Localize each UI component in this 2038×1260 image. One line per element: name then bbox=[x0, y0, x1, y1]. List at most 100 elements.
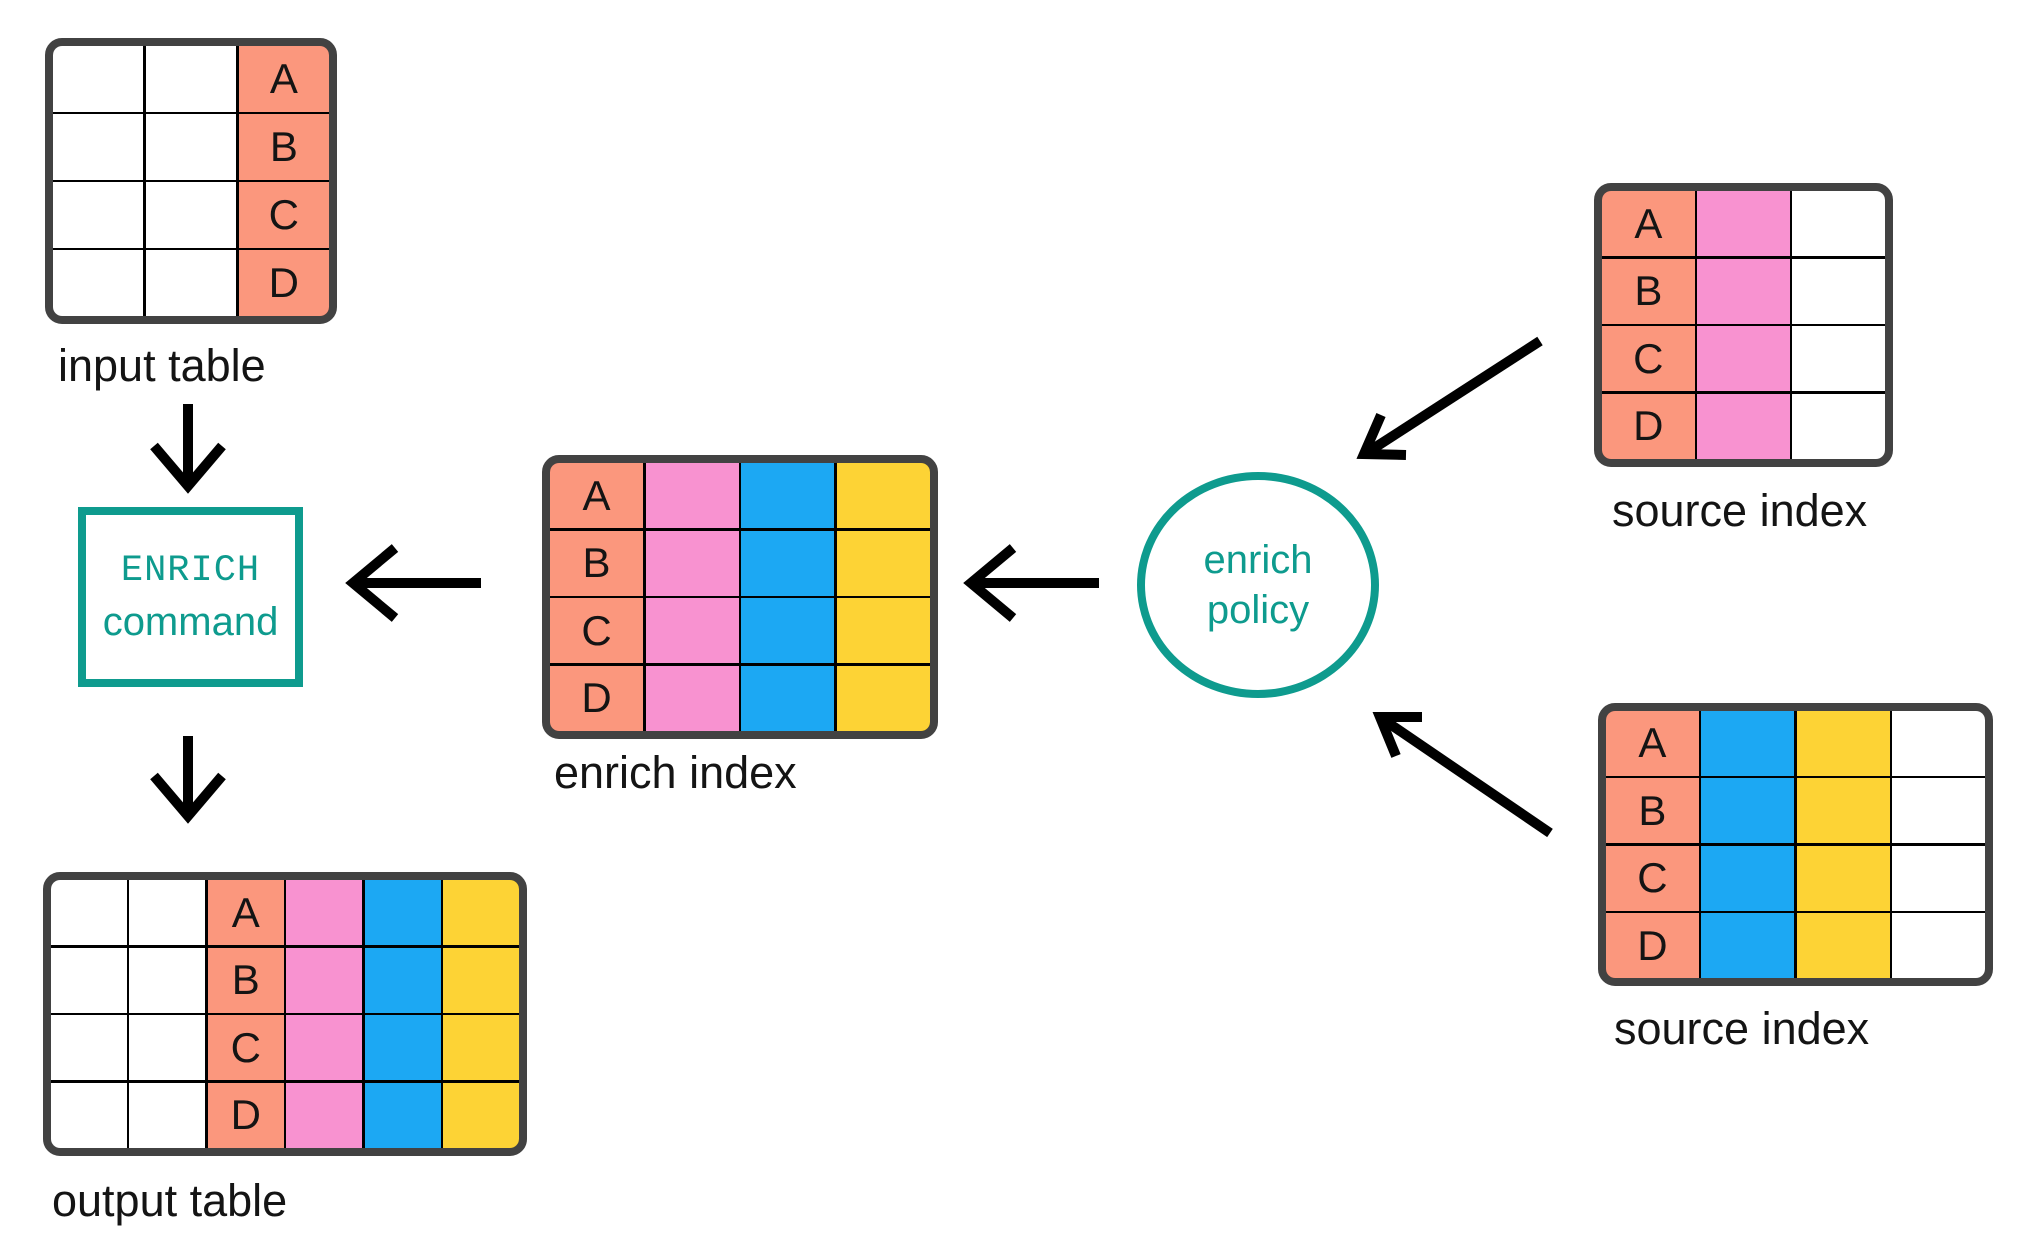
table-cell bbox=[1796, 913, 1890, 978]
table-cell bbox=[1697, 326, 1790, 392]
table-cell bbox=[129, 947, 206, 1013]
row-key-cell: C bbox=[1602, 326, 1695, 392]
table-cell bbox=[53, 114, 144, 180]
table-cell bbox=[836, 463, 930, 529]
table-cell bbox=[51, 880, 127, 946]
table-cell bbox=[51, 1015, 127, 1081]
table-cell bbox=[364, 880, 441, 946]
table-cell bbox=[1796, 845, 1890, 911]
table-cell bbox=[1796, 711, 1890, 776]
table-cell bbox=[286, 947, 363, 1013]
row-key-cell: B bbox=[1606, 778, 1699, 844]
table-cell bbox=[645, 665, 739, 731]
row-key-cell: C bbox=[238, 182, 329, 248]
table-cell bbox=[1792, 393, 1885, 459]
table-cell bbox=[286, 1082, 363, 1148]
table-cell bbox=[129, 1015, 206, 1081]
table-cell bbox=[286, 880, 363, 946]
row-key-cell: B bbox=[550, 530, 644, 596]
table-cell bbox=[443, 880, 519, 946]
row-key-cell: B bbox=[207, 947, 284, 1013]
table-cell bbox=[1792, 258, 1885, 324]
table-cell bbox=[53, 250, 144, 316]
row-key-cell: D bbox=[238, 250, 329, 316]
table-cell bbox=[645, 598, 739, 664]
arrow-input-to-command bbox=[150, 404, 226, 494]
table-cell bbox=[836, 598, 930, 664]
table-cell bbox=[1701, 711, 1795, 776]
table-cell bbox=[645, 463, 739, 529]
table-cell bbox=[364, 1082, 441, 1148]
row-key-cell: A bbox=[238, 46, 329, 112]
table-cell bbox=[1796, 778, 1890, 844]
table-cell bbox=[286, 1015, 363, 1081]
row-key-cell: C bbox=[550, 598, 644, 664]
table-cell bbox=[1792, 326, 1885, 392]
table-cell bbox=[51, 1082, 127, 1148]
table-cell bbox=[51, 947, 127, 1013]
row-key-cell: D bbox=[207, 1082, 284, 1148]
table-cell bbox=[129, 880, 206, 946]
row-key-cell: C bbox=[207, 1015, 284, 1081]
table-cell bbox=[364, 947, 441, 1013]
source-index-top-label: source index bbox=[1612, 485, 1868, 536]
table-cell bbox=[741, 598, 835, 664]
input-table-label: input table bbox=[58, 340, 266, 391]
table-cell bbox=[645, 530, 739, 596]
table-cell bbox=[1892, 845, 1985, 911]
enrich-command-word: command bbox=[102, 599, 279, 644]
row-key-cell: A bbox=[550, 463, 644, 529]
enrich-policy-circle: enrich policy bbox=[1137, 472, 1379, 698]
row-key-cell: B bbox=[238, 114, 329, 180]
table-cell bbox=[1697, 258, 1790, 324]
row-key-cell: D bbox=[550, 665, 644, 731]
table-cell bbox=[1697, 393, 1790, 459]
source-index-bottom-label: source index bbox=[1614, 1003, 1870, 1054]
table-cell bbox=[145, 250, 237, 316]
output-table-label: output table bbox=[52, 1175, 288, 1226]
table-cell bbox=[1701, 845, 1795, 911]
enrich-policy-word-1: enrich bbox=[1203, 538, 1313, 582]
row-key-cell: A bbox=[207, 880, 284, 946]
arrow-policy-to-enrich-index bbox=[963, 544, 1099, 622]
table-cell bbox=[1701, 778, 1795, 844]
table-cell bbox=[443, 1082, 519, 1148]
row-key-cell: B bbox=[1602, 258, 1695, 324]
table-cell bbox=[836, 665, 930, 731]
table-cell bbox=[1892, 711, 1985, 776]
arrow-enrich-index-to-command bbox=[345, 544, 481, 622]
table-cell bbox=[443, 1015, 519, 1081]
enrich-index-label: enrich index bbox=[554, 747, 797, 798]
table-cell bbox=[443, 947, 519, 1013]
row-key-cell: A bbox=[1606, 711, 1699, 776]
row-key-cell: D bbox=[1602, 393, 1695, 459]
row-key-cell: C bbox=[1606, 845, 1699, 911]
arrow-source-bottom-to-policy bbox=[1372, 712, 1553, 838]
enrich-command-keyword: ENRICH bbox=[120, 549, 261, 592]
table-cell bbox=[741, 463, 835, 529]
row-key-cell: A bbox=[1602, 191, 1695, 257]
table-cell bbox=[145, 182, 237, 248]
table-cell bbox=[145, 114, 237, 180]
row-key-cell: D bbox=[1606, 913, 1699, 978]
table-cell bbox=[145, 46, 237, 112]
table-cell bbox=[53, 46, 144, 112]
table-cell bbox=[1792, 191, 1885, 257]
arrow-command-to-output bbox=[150, 736, 226, 824]
enrich-command-box: ENRICH command bbox=[78, 507, 303, 687]
table-cell bbox=[53, 182, 144, 248]
table-cell bbox=[1892, 913, 1985, 978]
table-cell bbox=[741, 665, 835, 731]
table-cell bbox=[364, 1015, 441, 1081]
table-cell bbox=[1697, 191, 1790, 257]
arrow-source-top-to-policy bbox=[1356, 336, 1543, 460]
table-cell bbox=[1892, 778, 1985, 844]
enrich-policy-word-2: policy bbox=[1206, 588, 1310, 632]
table-cell bbox=[1701, 913, 1795, 978]
